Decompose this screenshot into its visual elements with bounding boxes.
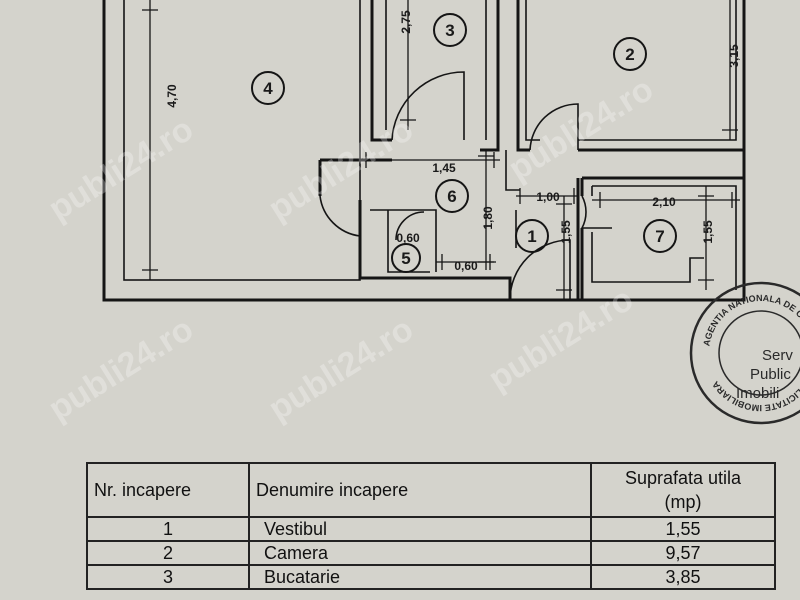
- header-name: Denumire incapere: [248, 462, 592, 518]
- cell-name: Bucatarie: [248, 564, 592, 590]
- cell-area: 1,55: [590, 516, 776, 542]
- cell-nr: 2: [86, 540, 250, 566]
- table-row: 2 Camera 9,57: [86, 540, 776, 566]
- plan-door-room2: [529, 103, 579, 151]
- plan-dimline-315: [722, 0, 738, 140]
- plan-dim-060b: 0,60: [454, 259, 478, 273]
- plan-dim-315: 3,15: [727, 44, 741, 68]
- header-area-line1: Suprafata utila: [624, 468, 742, 488]
- cell-area: 9,57: [590, 540, 776, 566]
- header-area-line2: (mp): [664, 492, 702, 512]
- table-header-row: Nr. incapere Denumire incapere Suprafata…: [86, 462, 776, 518]
- room-number: 3: [445, 21, 454, 40]
- plan-wall-room3-inner: [385, 0, 487, 140]
- plan-dimline-060: [436, 254, 496, 270]
- stamp-line-1: Serv: [762, 347, 793, 364]
- plan-room-7: 7: [643, 219, 677, 253]
- plan-door-room7: [580, 195, 612, 229]
- room-number: 4: [263, 79, 273, 98]
- plan-dimline-210: [592, 192, 740, 208]
- room-table: Nr. incapere Denumire incapere Suprafata…: [86, 462, 776, 590]
- table-row: 3 Bucatarie 3,85: [86, 564, 776, 590]
- cell-name: Vestibul: [248, 516, 592, 542]
- header-nr: Nr. incapere: [86, 462, 250, 518]
- cell-nr: 3: [86, 564, 250, 590]
- cell-area: 3,85: [590, 564, 776, 590]
- plan-dimline-155a: [556, 196, 572, 300]
- room-number: 2: [625, 45, 634, 64]
- table-row: 1 Vestibul 1,55: [86, 516, 776, 542]
- plan-wall-hall-inner: [370, 209, 437, 272]
- cell-name: Camera: [248, 540, 592, 566]
- plan-wall-inner-room4: [123, 0, 361, 281]
- room-number: 1: [527, 227, 536, 246]
- header-area: Suprafata utila (mp): [590, 462, 776, 518]
- room-number: 5: [401, 249, 410, 268]
- plan-dim-470: 4,70: [165, 84, 179, 108]
- plan-door-room5: [395, 211, 425, 241]
- plan-wall-outer: [102, 0, 746, 302]
- plan-dim-145: 1,45: [432, 161, 456, 175]
- plan-dimline-100: [516, 188, 578, 204]
- plan-room-5: 5: [391, 243, 421, 273]
- plan-room-3: 3: [433, 13, 467, 47]
- stamp-line-2: Public: [750, 366, 791, 383]
- plan-dimline-275: [400, 0, 416, 130]
- stamp-line-3: Imobili: [736, 385, 779, 402]
- cell-nr: 1: [86, 516, 250, 542]
- plan-room-4: 4: [251, 71, 285, 105]
- plan-dim-155a: 1,55: [559, 220, 573, 244]
- plan-wall-room2: [516, 0, 744, 152]
- plan-room-6: 6: [435, 179, 469, 213]
- official-stamp: AGENTIA NATIONALA DE CADASTRU SI PUBLICI…: [689, 281, 800, 425]
- plan-dim-275: 2,75: [399, 10, 413, 34]
- plan-dimline-145: [360, 152, 500, 168]
- plan-wall-room2-inner: [525, 0, 737, 141]
- plan-door-room3: [391, 71, 465, 141]
- room-number: 6: [447, 187, 456, 206]
- plan-room-1: 1: [515, 219, 549, 253]
- plan-room-2: 2: [613, 37, 647, 71]
- plan-dim-060a: 0,60: [396, 231, 420, 245]
- room-number: 7: [655, 227, 664, 246]
- floor-plan: 4 3 2 6 1 7 5 4,70 2,75 3,15 1,45 1,80 1…: [102, 0, 746, 302]
- plan-wall-room7: [576, 176, 744, 300]
- plan-door-hall: [319, 195, 361, 237]
- plan-dimline-470: [142, 0, 158, 280]
- plan-wall-room7-inner: [591, 185, 737, 290]
- plan-dim-180: 1,80: [481, 206, 495, 230]
- plan-dimline-155b: [698, 186, 714, 290]
- plan-wall-room5: [387, 210, 430, 273]
- plan-dim-100: 1,00: [536, 190, 560, 204]
- plan-dim-155b: 1,55: [701, 220, 715, 244]
- plan-dim-210: 2,10: [652, 195, 676, 209]
